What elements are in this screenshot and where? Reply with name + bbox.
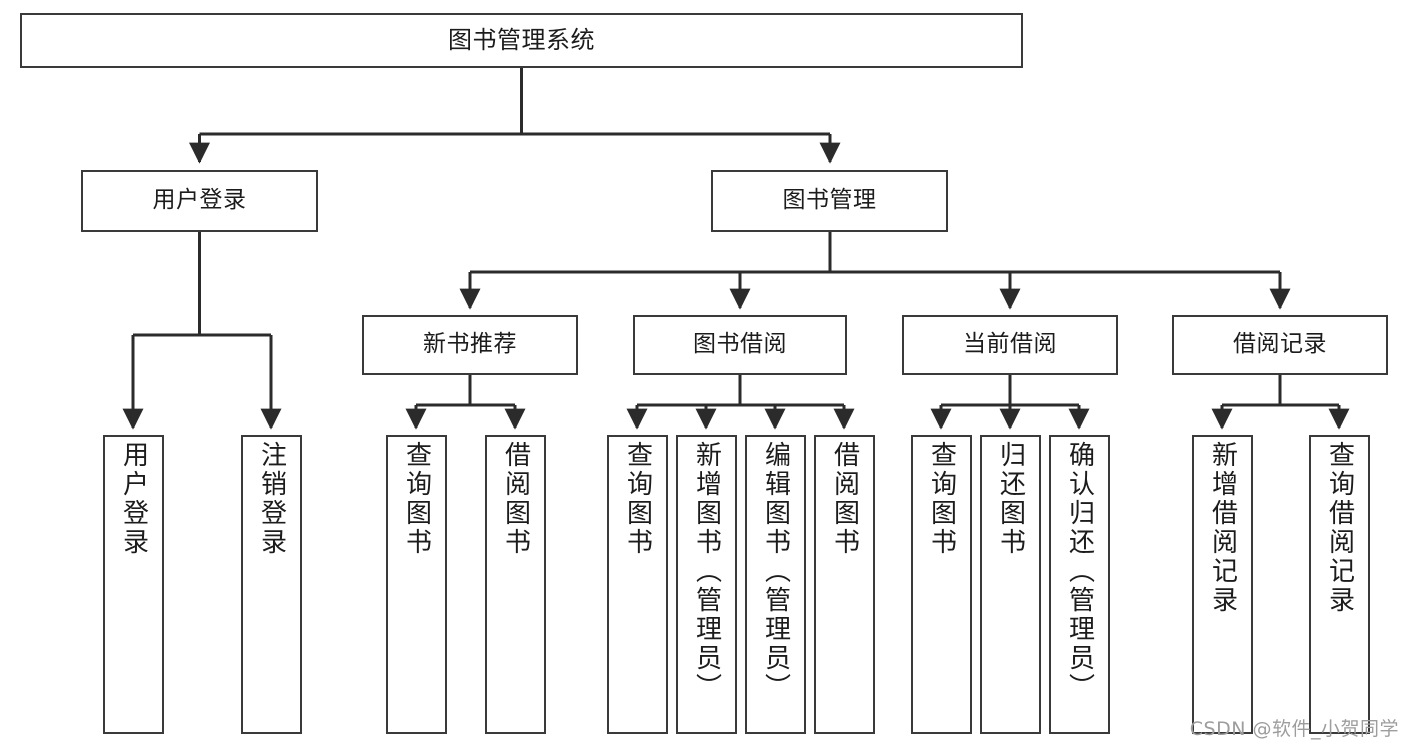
node-label: 查询图书 (926, 441, 957, 557)
leaf-query-book-current[interactable]: 查询图书 (911, 435, 972, 734)
node-label: 图书管理 (782, 187, 877, 214)
node-current-borrow[interactable]: 当前借阅 (902, 315, 1118, 375)
leaf-return-book[interactable]: 归还图书 (980, 435, 1041, 734)
node-label: 新书推荐 (423, 331, 517, 358)
leaf-add-book-admin[interactable]: 新增图书（管理员） (676, 435, 737, 734)
watermark-text: CSDN @软件_小贺同学 (1189, 718, 1399, 740)
node-label: 查询图书 (401, 441, 432, 557)
node-label: 确认归还（管理员） (1064, 441, 1095, 702)
node-label: 图书借阅 (693, 331, 787, 358)
leaf-borrow-book-new[interactable]: 借阅图书 (485, 435, 546, 734)
node-book-management[interactable]: 图书管理 (711, 170, 948, 232)
leaf-query-book-new[interactable]: 查询图书 (386, 435, 447, 734)
node-book-borrow[interactable]: 图书借阅 (633, 315, 847, 375)
node-label: 借阅图书 (500, 441, 531, 557)
node-label: 注销登录 (256, 441, 287, 557)
leaf-query-borrow-record[interactable]: 查询借阅记录 (1309, 435, 1370, 734)
node-new-book-recommend[interactable]: 新书推荐 (362, 315, 578, 375)
node-label: 新增图书（管理员） (691, 441, 722, 702)
leaf-query-book-borrow[interactable]: 查询图书 (607, 435, 668, 734)
node-root-book-management-system[interactable]: 图书管理系统 (20, 13, 1023, 68)
node-label: 图书管理系统 (448, 26, 595, 55)
leaf-edit-book-admin[interactable]: 编辑图书（管理员） (745, 435, 806, 734)
node-label: 新增借阅记录 (1207, 441, 1238, 615)
leaf-user-login[interactable]: 用户登录 (103, 435, 164, 734)
node-label: 查询借阅记录 (1324, 441, 1355, 615)
node-label: 编辑图书（管理员） (760, 441, 791, 702)
leaf-add-borrow-record[interactable]: 新增借阅记录 (1192, 435, 1253, 734)
node-label: 当前借阅 (963, 331, 1057, 358)
node-label: 借阅记录 (1233, 331, 1327, 358)
leaf-logout[interactable]: 注销登录 (241, 435, 302, 734)
leaf-confirm-return-admin[interactable]: 确认归还（管理员） (1049, 435, 1110, 734)
node-label: 用户登录 (152, 187, 247, 214)
node-user-login[interactable]: 用户登录 (81, 170, 318, 232)
node-label: 查询图书 (622, 441, 653, 557)
node-label: 借阅图书 (829, 441, 860, 557)
node-label: 用户登录 (118, 441, 149, 557)
node-label: 归还图书 (995, 441, 1026, 557)
node-borrow-records[interactable]: 借阅记录 (1172, 315, 1388, 375)
leaf-borrow-book[interactable]: 借阅图书 (814, 435, 875, 734)
